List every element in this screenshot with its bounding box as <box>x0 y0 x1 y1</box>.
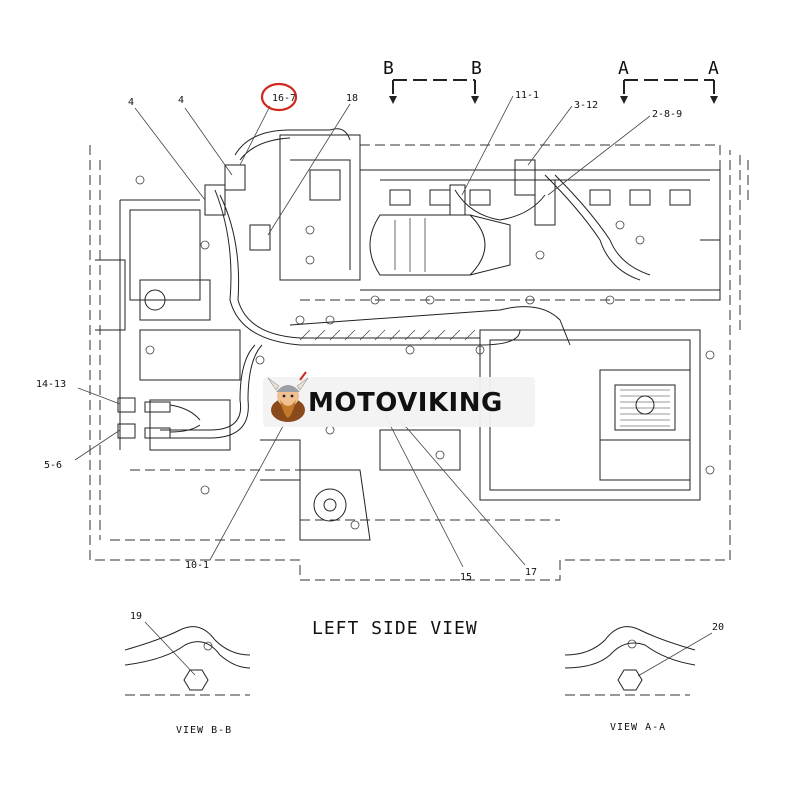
callout-16-7-highlight-circle <box>260 82 298 112</box>
callout-2-8-9: 2-8-9 <box>652 109 682 120</box>
callout-20: 20 <box>712 622 724 633</box>
callout-4-left: 4 <box>128 97 134 108</box>
callout-19: 19 <box>130 611 142 622</box>
main-view-title: LEFT SIDE VIEW <box>312 618 478 639</box>
view-aa-label: VIEW A-A <box>610 722 666 733</box>
section-b-right-label: B <box>471 58 482 79</box>
callout-15: 15 <box>460 572 472 583</box>
callout-5-6: 5-6 <box>44 460 62 471</box>
leader-lines <box>74 95 651 568</box>
callout-18: 18 <box>346 93 358 104</box>
engine-block-outline <box>89 128 749 581</box>
viking-mascot-icon <box>267 371 309 422</box>
callout-labels: 4 4 16-7 18 11-1 3-12 2-8-9 14-13 5-6 10… <box>36 82 682 583</box>
detail-view-bb: 19 VIEW B-B <box>124 611 251 736</box>
watermark-text: MOTOVIKING <box>308 388 503 418</box>
callout-16-7: 16-7 <box>272 93 296 104</box>
view-bb-label: VIEW B-B <box>176 725 232 736</box>
motoviking-watermark: MOTOVIKING <box>263 371 535 427</box>
section-a-left-label: A <box>618 58 629 79</box>
section-b-left-label: B <box>383 58 394 79</box>
detail-view-aa: 20 VIEW A-A <box>564 622 724 733</box>
callout-3-12: 3-12 <box>574 100 598 111</box>
callout-17: 17 <box>525 567 537 578</box>
callout-14-13: 14-13 <box>36 379 66 390</box>
section-marker-a: A A <box>618 58 719 104</box>
callout-11-1: 11-1 <box>515 90 539 101</box>
callout-10-1: 10-1 <box>185 560 209 571</box>
section-marker-b: B B <box>383 58 482 104</box>
callout-4-right: 4 <box>178 95 184 106</box>
section-a-right-label: A <box>708 58 719 79</box>
